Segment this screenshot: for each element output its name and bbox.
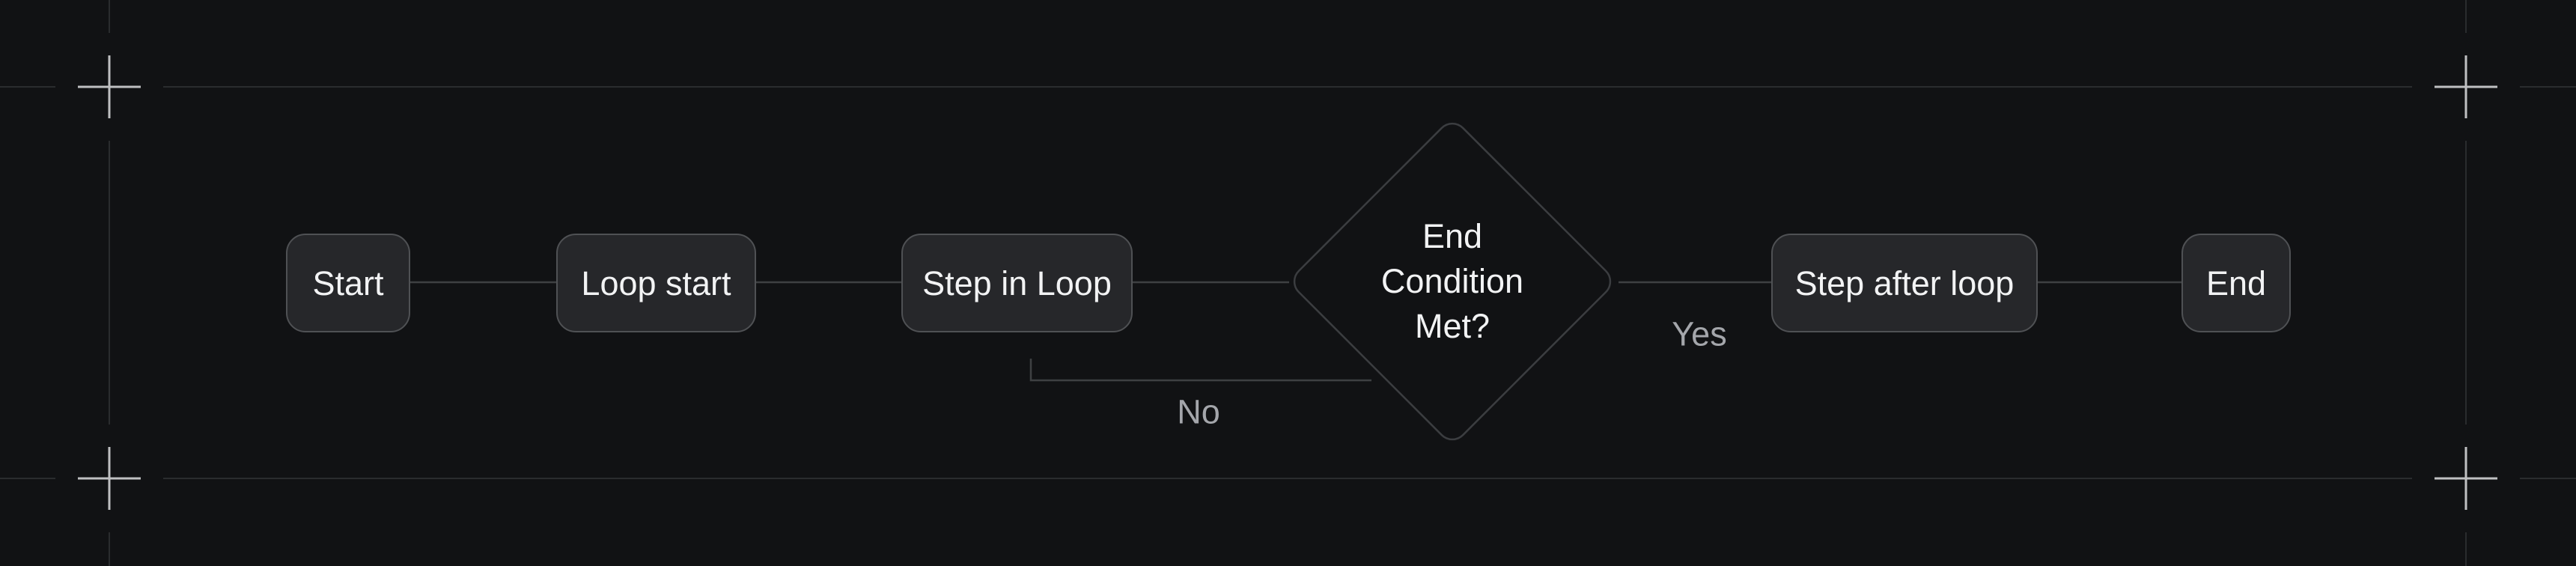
node-start[interactable]: Start — [286, 234, 410, 332]
node-loop-start[interactable]: Loop start — [556, 234, 756, 332]
edges — [410, 281, 2182, 382]
crop-marks — [78, 55, 2497, 510]
node-end-label: End — [2205, 264, 2267, 302]
node-loop-start-label: Loop start — [581, 264, 731, 302]
node-step-in-loop-label: Step in Loop — [922, 264, 1112, 302]
decision-diamond[interactable] — [1288, 118, 1616, 445]
node-end[interactable]: End — [2181, 234, 2291, 332]
node-start-label: Start — [312, 264, 384, 302]
crosshair-plus-icon — [2435, 447, 2497, 510]
node-step-in-loop[interactable]: Step in Loop — [901, 234, 1133, 332]
node-step-after-loop-label: Step after loop — [1794, 264, 2015, 302]
edge-label-no: No — [1177, 392, 1220, 431]
crosshair-plus-icon — [78, 447, 141, 510]
crosshair-plus-icon — [2435, 55, 2497, 118]
node-end-condition-label: End Condition Met? — [1380, 217, 1524, 345]
node-step-after-loop[interactable]: Step after loop — [1771, 234, 2038, 332]
crosshair-plus-icon — [78, 55, 141, 118]
edge-condition-no-loopback[interactable] — [1029, 359, 1371, 382]
edge-label-yes: Yes — [1672, 314, 1727, 353]
